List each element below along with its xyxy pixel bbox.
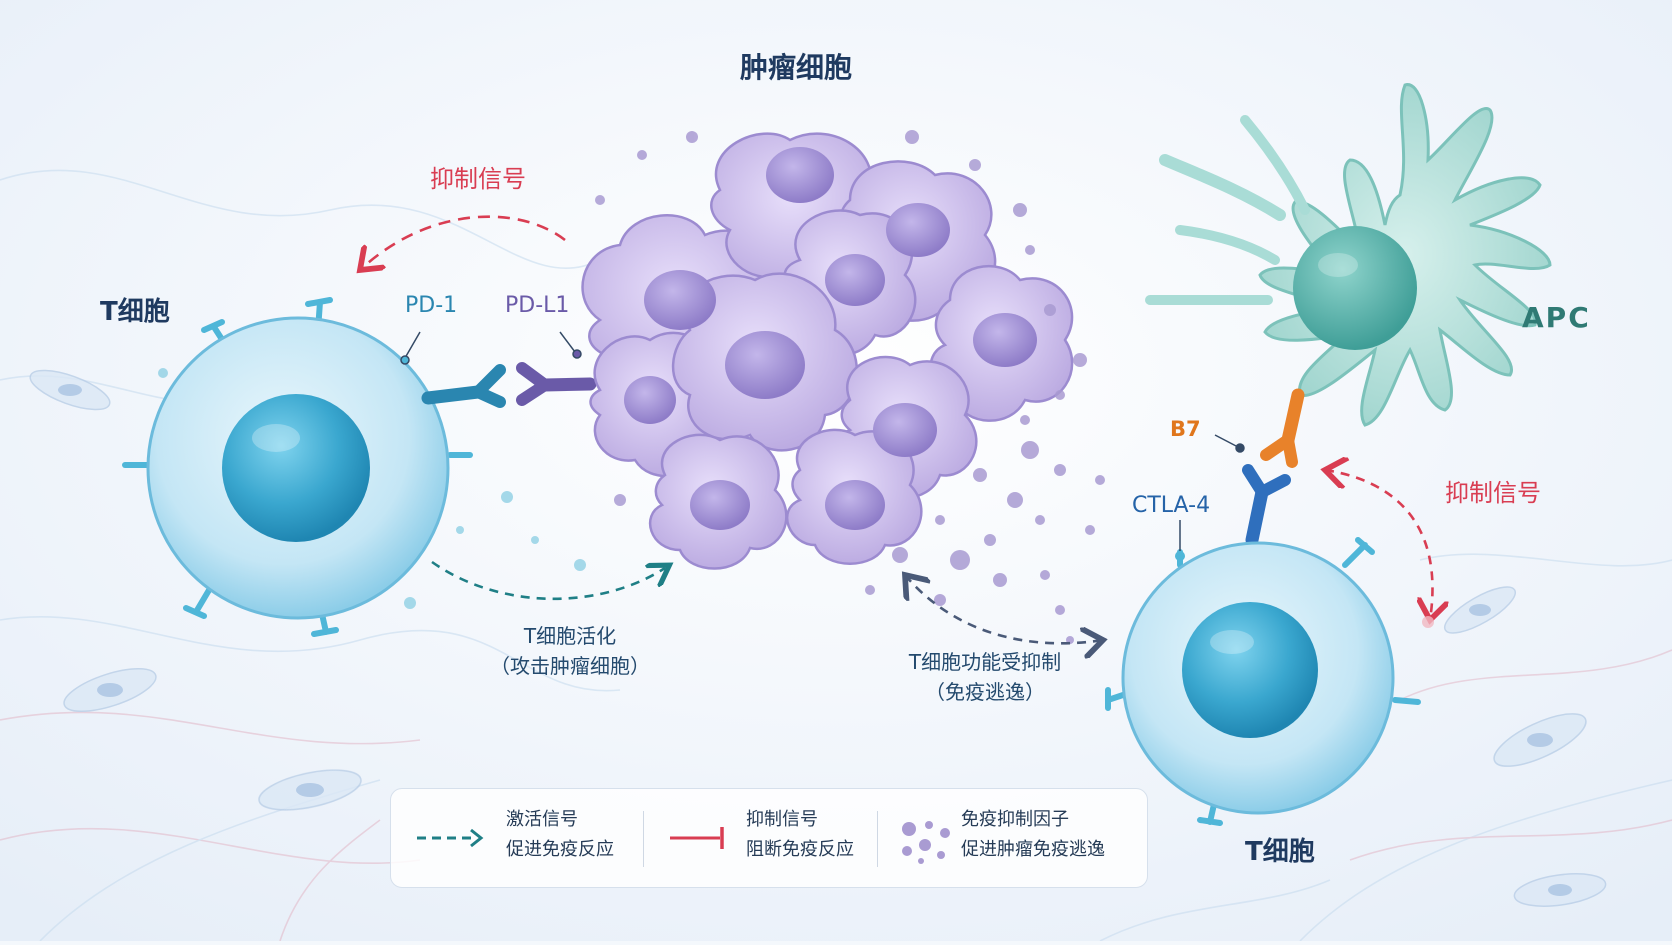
activation-note-line2: （攻击肿瘤细胞） (490, 654, 650, 678)
suppression-arrow (905, 575, 1103, 643)
pd1-label: PD-1 (405, 293, 458, 318)
legend-activation-title: 激活信号 (506, 809, 578, 830)
receptor-leaders (400, 331, 582, 365)
ctla4-label: CTLA-4 (1132, 493, 1211, 518)
apc-nucleus (1293, 226, 1417, 350)
legend-factor-title: 免疫抑制因子 (961, 809, 1069, 830)
legend-factor-desc: 促进肿瘤免疫逃逸 (961, 839, 1105, 860)
pdl1-label: PD-L1 (505, 293, 570, 318)
legend-dots-icon (902, 821, 950, 864)
inhibit-label-top: 抑制信号 (430, 165, 526, 193)
pdl1-receptor (516, 362, 597, 406)
b7-leader (1214, 434, 1245, 453)
legend-inhibition-title: 抑制信号 (746, 809, 818, 830)
activation-note-line1: T细胞活化 (523, 624, 617, 648)
right-t-cell-nucleus (1182, 602, 1318, 738)
legend-item-inhibition: 抑制信号 阻断免疫反应 (646, 789, 891, 887)
tumor-cell-title: 肿瘤细胞 (740, 51, 853, 84)
legend-inhibition-bar-icon (670, 827, 724, 849)
apc-title: APC (1522, 301, 1591, 334)
suppression-note-line2: （免疫逃逸） (925, 680, 1045, 704)
legend-divider (643, 811, 644, 867)
legend-item-factor: 免疫抑制因子 促进肿瘤免疫逃逸 (881, 789, 1147, 887)
inhibit-arrow-right (1325, 470, 1432, 620)
left-t-cell (122, 297, 473, 637)
activation-arrow (431, 560, 665, 601)
legend: 激活信号 促进免疫反应 抑制信号 阻断免疫反应 免疫抑制因子 (390, 788, 1148, 888)
legend-dashed-arrow-icon (417, 828, 484, 848)
left-t-cell-title: T细胞 (100, 297, 170, 327)
apc-cell (1145, 83, 1552, 427)
pd1-receptor (421, 364, 506, 408)
ctla4-receptor (1242, 464, 1291, 547)
inhibit-label-right: 抑制信号 (1445, 479, 1541, 507)
background-fibers (0, 169, 1672, 942)
legend-item-activation: 激活信号 促进免疫反应 (391, 789, 646, 887)
suppression-note-line1: T细胞功能受抑制 (908, 650, 1062, 674)
legend-divider (877, 811, 878, 867)
right-t-cell-title: T细胞 (1245, 837, 1315, 867)
inhibit-arrow-top (360, 215, 566, 270)
tumor-nuclei (624, 147, 1037, 530)
teal-particles (158, 368, 586, 609)
b7-label: B7 (1170, 417, 1201, 441)
b7-receptor (1260, 388, 1305, 468)
background-cell-nuclei (58, 384, 1572, 896)
left-t-cell-nucleus (222, 394, 370, 542)
legend-activation-desc: 促进免疫反应 (506, 839, 614, 860)
legend-inhibition-desc: 阻断免疫反应 (746, 839, 854, 860)
